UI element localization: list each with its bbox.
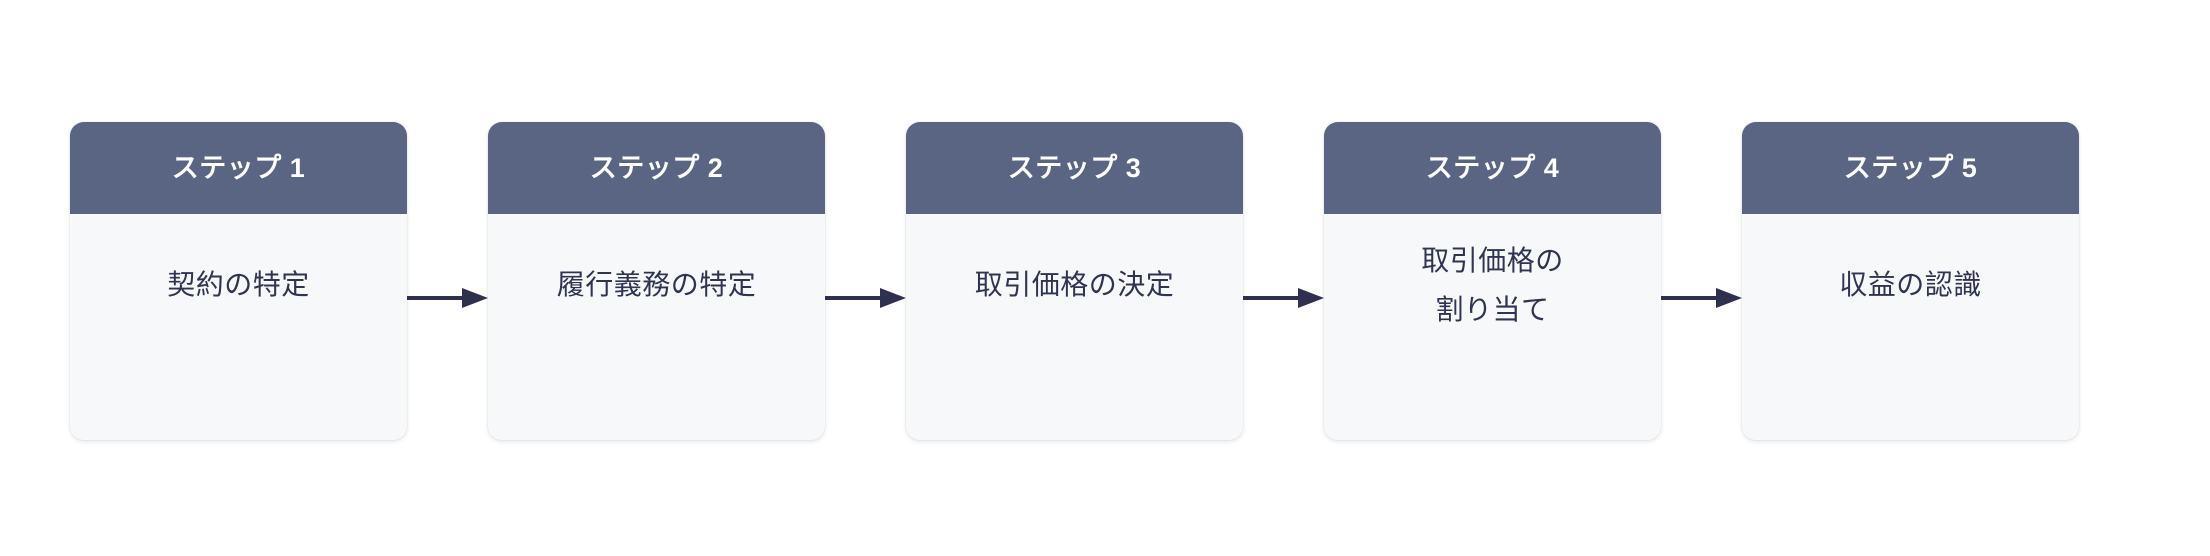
step-card-1-header: ステップ 1 bbox=[70, 122, 407, 214]
connector-2 bbox=[825, 122, 906, 440]
connector-3 bbox=[1243, 122, 1324, 440]
step-card-2-label: 履行義務の特定 bbox=[556, 269, 757, 300]
step-row: ステップ 1 契約の特定 ステップ 2 履行義務の特定 bbox=[70, 122, 2079, 440]
connector-1 bbox=[407, 122, 488, 440]
step-card-3[interactable]: ステップ 3 取引価格の決定 bbox=[906, 122, 1243, 440]
step-card-3-label: 取引価格の決定 bbox=[974, 269, 1175, 300]
step-card-3-body: 取引価格の決定 bbox=[906, 214, 1243, 440]
arrow-right-icon bbox=[1661, 288, 1742, 308]
connector-4 bbox=[1661, 122, 1742, 440]
step-card-2[interactable]: ステップ 2 履行義務の特定 bbox=[488, 122, 825, 440]
step-card-4-header: ステップ 4 bbox=[1324, 122, 1661, 214]
step-card-3-header: ステップ 3 bbox=[906, 122, 1243, 214]
step-card-4-label: 取引価格の 割り当て bbox=[1421, 245, 1564, 325]
step-card-1-body: 契約の特定 bbox=[70, 214, 407, 440]
step-card-1-label: 契約の特定 bbox=[167, 269, 310, 300]
step-card-2-header: ステップ 2 bbox=[488, 122, 825, 214]
arrow-right-icon bbox=[407, 288, 488, 308]
arrow-right-icon bbox=[825, 288, 906, 308]
step-card-5[interactable]: ステップ 5 収益の認識 bbox=[1742, 122, 2079, 440]
arrow-right-icon bbox=[1243, 288, 1324, 308]
step-card-5-header: ステップ 5 bbox=[1742, 122, 2079, 214]
step-card-5-body: 収益の認識 bbox=[1742, 214, 2079, 440]
step-card-5-label: 収益の認識 bbox=[1839, 269, 1982, 300]
step-card-1[interactable]: ステップ 1 契約の特定 bbox=[70, 122, 407, 440]
step-card-4-body: 取引価格の 割り当て bbox=[1324, 214, 1661, 440]
step-card-2-body: 履行義務の特定 bbox=[488, 214, 825, 440]
step-card-4[interactable]: ステップ 4 取引価格の 割り当て bbox=[1324, 122, 1661, 440]
